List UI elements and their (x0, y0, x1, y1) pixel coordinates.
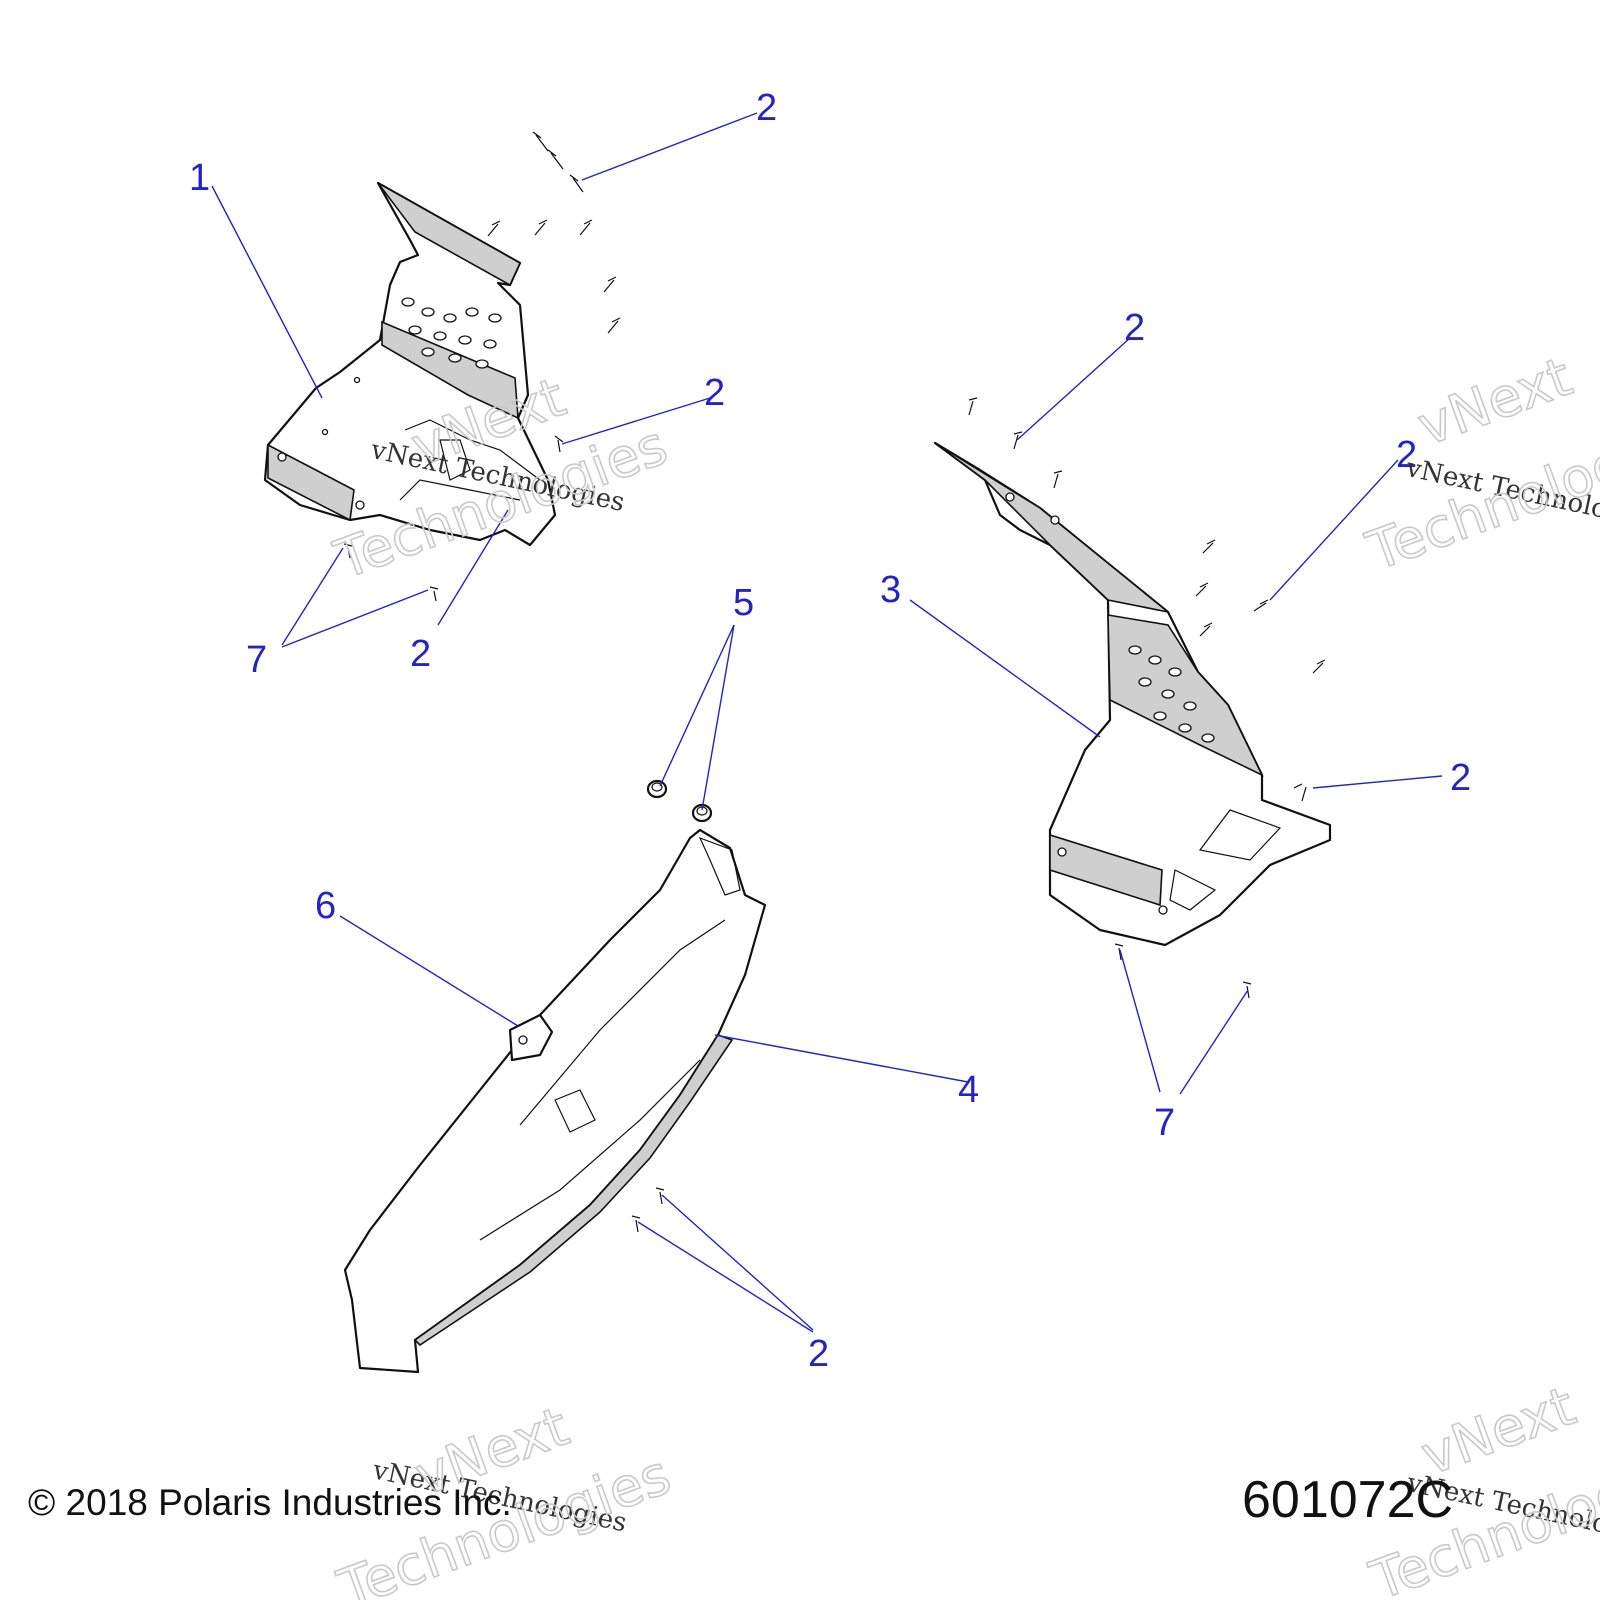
part-4-center-panel (343, 828, 767, 1374)
callout-5: 5 (733, 582, 754, 624)
part-3-right-bracket (933, 441, 1332, 947)
leader-lines (211, 112, 1443, 1333)
callout-2-left-mid: 2 (704, 372, 725, 414)
watermark-word-1: vNext (1410, 345, 1580, 458)
callout-3: 3 (880, 569, 901, 611)
callout-numbers: 1 2 2 2 2 2 2 2 3 4 5 6 7 7 (189, 87, 1471, 1375)
part-6-mount-bracket (508, 1013, 554, 1062)
callout-1: 1 (189, 157, 210, 199)
callout-2-right-low: 2 (1450, 757, 1471, 799)
copyright-notice: © 2018 Polaris Industries Inc. (28, 1482, 512, 1523)
drawing-number: 601072C (1242, 1471, 1454, 1529)
part-1-left-bracket (263, 181, 557, 547)
callout-2-top: 2 (756, 87, 777, 129)
part-2-screws (343, 131, 1326, 1233)
part-5-nuts (646, 779, 713, 823)
callout-7-right: 7 (1154, 1102, 1175, 1144)
callout-4: 4 (958, 1069, 979, 1111)
callout-2-right-top: 2 (1124, 307, 1145, 349)
callout-6: 6 (315, 885, 336, 927)
callout-2-left-low: 2 (410, 633, 431, 675)
callout-7-left: 7 (246, 639, 267, 681)
callout-2-bottom: 2 (808, 1333, 829, 1375)
callout-2-right-mid: 2 (1396, 434, 1417, 476)
watermark-right-outline: vNext Technologies (1358, 344, 1600, 584)
